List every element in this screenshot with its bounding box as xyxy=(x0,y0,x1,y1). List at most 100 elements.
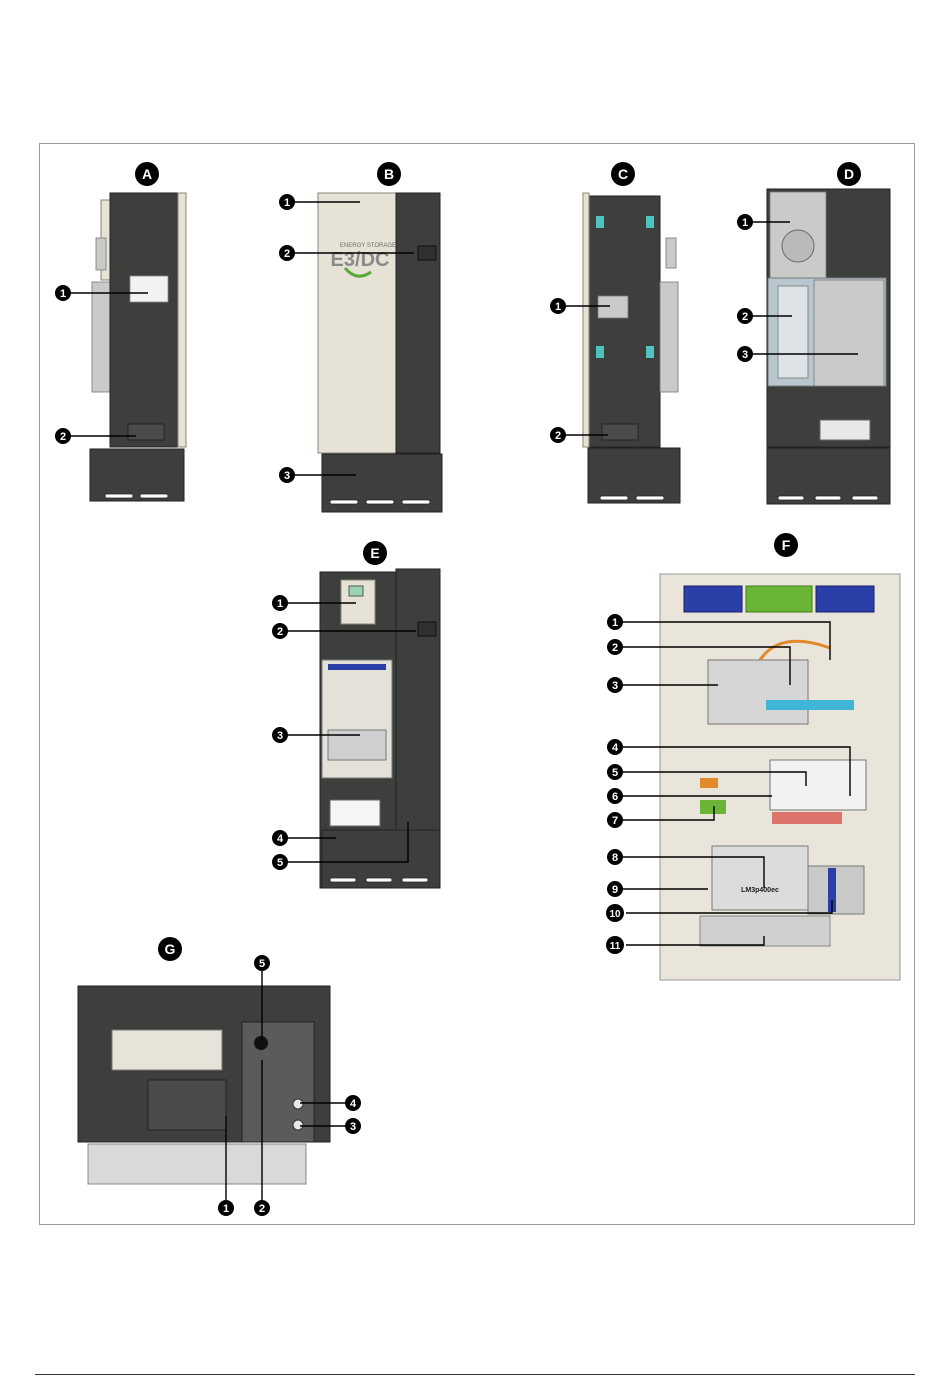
view-g xyxy=(78,986,330,1184)
svg-text:3: 3 xyxy=(350,1121,356,1133)
view-c-callout: 2 xyxy=(550,427,566,443)
svg-text:1: 1 xyxy=(223,1203,229,1215)
view-g-gland xyxy=(254,1036,268,1050)
view-f-callout: 1 xyxy=(607,614,623,630)
view-c xyxy=(583,193,680,503)
view-a-handle xyxy=(96,238,106,270)
view-c-bracket xyxy=(596,216,604,228)
view-b-base-slot xyxy=(366,500,394,504)
view-e-base-slot xyxy=(330,878,356,882)
view-c-handle xyxy=(666,238,676,268)
view-d-fan xyxy=(782,230,814,262)
view-d-callout: 3 xyxy=(737,346,753,362)
view-f-callout: 9 xyxy=(607,881,623,897)
view-e-callout: 1 xyxy=(272,595,288,611)
view-f-callout: 7 xyxy=(607,812,623,828)
view-a-heatsink xyxy=(92,282,110,392)
svg-text:5: 5 xyxy=(259,958,265,970)
view-g-port xyxy=(293,1120,303,1130)
view-d-cable-window xyxy=(820,420,870,440)
view-a-callout: 1 xyxy=(55,285,71,301)
view-f-callout: 8 xyxy=(607,849,623,865)
svg-text:7: 7 xyxy=(612,815,618,827)
svg-text:2: 2 xyxy=(259,1203,265,1215)
view-a-cabinet xyxy=(110,193,180,447)
view-a-cable-cover xyxy=(128,424,164,440)
view-b-front-door xyxy=(318,193,396,453)
view-a-title: A xyxy=(135,162,159,186)
view-g-callout: 5 xyxy=(254,955,270,971)
view-g-title: G xyxy=(158,937,182,961)
view-c-bracket xyxy=(646,346,654,358)
svg-text:A: A xyxy=(142,166,152,182)
svg-text:F: F xyxy=(782,537,791,553)
view-f-switch-block xyxy=(770,760,866,810)
view-f-red-terminals xyxy=(772,812,842,824)
view-b-base-slot xyxy=(330,500,358,504)
view-f: LM3p400ec xyxy=(660,574,900,980)
view-e-display-window xyxy=(418,622,436,636)
view-f-callout: 5 xyxy=(607,764,623,780)
svg-text:9: 9 xyxy=(612,884,618,896)
view-a-front-edge xyxy=(178,193,186,447)
view-b-base-slot xyxy=(402,500,430,504)
svg-text:10: 10 xyxy=(609,909,621,920)
view-f-callout: 4 xyxy=(607,739,623,755)
svg-text:3: 3 xyxy=(284,470,290,482)
view-c-base-slot xyxy=(636,496,664,500)
view-c-callout: 1 xyxy=(550,298,566,314)
view-e-callout: 4 xyxy=(272,830,288,846)
view-f-callout: 10 xyxy=(606,904,624,922)
svg-text:4: 4 xyxy=(277,833,284,845)
svg-text:1: 1 xyxy=(277,598,283,610)
view-b-callout: 1 xyxy=(279,194,295,210)
view-b-display xyxy=(418,246,436,260)
view-g-callout: 4 xyxy=(345,1095,361,1111)
svg-text:1: 1 xyxy=(60,288,66,300)
view-c-cable-cover xyxy=(602,424,638,440)
view-a-base-slot xyxy=(140,494,168,498)
view-c-bracket xyxy=(596,346,604,358)
svg-text:3: 3 xyxy=(277,730,283,742)
view-g-callout: 2 xyxy=(254,1200,270,1216)
view-f-terminal-blue-right xyxy=(816,586,874,612)
svg-text:1: 1 xyxy=(742,217,748,229)
view-c-bracket xyxy=(646,216,654,228)
view-g-callout: 3 xyxy=(345,1118,361,1134)
view-a xyxy=(90,193,186,501)
view-c-base xyxy=(588,448,680,503)
view-f-glands xyxy=(700,916,830,946)
view-g-cover-plate xyxy=(148,1080,226,1130)
view-c-title: C xyxy=(611,162,635,186)
view-d-heatsink xyxy=(814,280,884,386)
view-a-callout: 2 xyxy=(55,428,71,444)
view-g-callout: 1 xyxy=(218,1200,234,1216)
view-a-base xyxy=(90,449,184,501)
view-f-callout: 3 xyxy=(607,677,623,693)
svg-text:1: 1 xyxy=(284,197,290,209)
view-e-display xyxy=(349,586,363,596)
svg-text:G: G xyxy=(165,941,176,957)
view-f-module-label: LM3p400ec xyxy=(741,887,779,894)
view-f-callout: 11 xyxy=(606,936,624,954)
view-f-title: F xyxy=(774,533,798,557)
view-e-callout: 2 xyxy=(272,623,288,639)
view-c-base-slot xyxy=(600,496,628,500)
view-f-green-terminal xyxy=(700,800,726,814)
svg-text:3: 3 xyxy=(742,349,748,361)
view-f-meter-module xyxy=(712,846,808,910)
view-e-terminal-strip xyxy=(328,664,386,670)
svg-text:5: 5 xyxy=(612,767,618,779)
view-e-callout: 3 xyxy=(272,727,288,743)
svg-text:2: 2 xyxy=(742,311,748,323)
view-a-base-slot xyxy=(105,494,133,498)
view-c-heatsink xyxy=(660,282,678,392)
view-e-base-slot xyxy=(402,878,428,882)
svg-text:2: 2 xyxy=(277,626,283,638)
svg-text:8: 8 xyxy=(612,852,618,864)
view-d-cover xyxy=(778,286,808,378)
view-d-callout: 2 xyxy=(737,308,753,324)
view-e-cable-entry xyxy=(330,800,380,826)
view-b: ENERGY STORAGE E3/DC xyxy=(318,193,442,512)
